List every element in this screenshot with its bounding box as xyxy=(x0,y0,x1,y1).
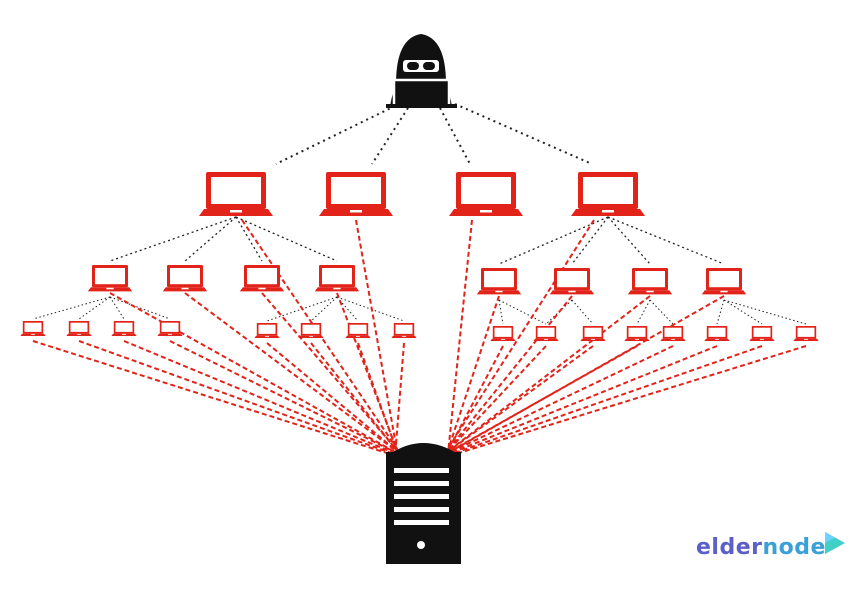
botnet-laptops xyxy=(20,172,819,341)
laptop-icon xyxy=(749,326,775,341)
command-link xyxy=(109,296,125,320)
laptop-icon xyxy=(571,172,645,216)
laptop-icon xyxy=(254,323,280,338)
laptop-icon xyxy=(298,323,324,338)
command-link xyxy=(109,296,171,320)
laptop-icon xyxy=(319,172,393,216)
command-link xyxy=(607,216,651,265)
laptop-icon xyxy=(704,326,730,341)
command-link xyxy=(716,299,725,325)
attack-link xyxy=(241,219,402,456)
attack-link xyxy=(266,342,401,455)
laptop-icon xyxy=(624,326,650,341)
attack-link xyxy=(357,342,399,452)
attack-link xyxy=(439,295,725,459)
laptop-icon xyxy=(490,326,516,341)
laptop-icon xyxy=(199,172,273,216)
attack-link xyxy=(336,292,399,453)
laptop-icon xyxy=(701,268,747,295)
attack-link xyxy=(441,345,674,458)
command-link xyxy=(454,103,593,165)
command-link xyxy=(275,105,396,165)
laptop-icon xyxy=(476,268,522,295)
command-link xyxy=(723,299,763,325)
laptop-icon xyxy=(314,265,360,292)
command-link xyxy=(545,299,573,325)
attack-link xyxy=(78,340,407,460)
command-link xyxy=(32,296,111,320)
command-link xyxy=(235,216,263,262)
command-link xyxy=(184,216,237,262)
attack-link xyxy=(445,345,547,454)
attack-link xyxy=(439,345,718,459)
attack-link xyxy=(436,345,807,461)
command-link xyxy=(371,107,409,165)
laptop-icon xyxy=(111,321,137,336)
laptop-icon xyxy=(66,321,92,336)
command-link xyxy=(310,296,338,322)
attack-link xyxy=(438,345,763,460)
attack-link xyxy=(446,345,504,453)
laptop-icon xyxy=(391,323,417,338)
attack-link xyxy=(261,292,402,455)
command-links xyxy=(32,103,807,325)
laptop-icon xyxy=(533,326,559,341)
laptop-icon xyxy=(20,321,46,336)
attack-link xyxy=(441,295,651,457)
play-arrow-icon xyxy=(824,532,845,554)
command-link xyxy=(235,216,338,262)
laptop-icon xyxy=(660,326,686,341)
attack-link xyxy=(442,345,638,457)
command-link xyxy=(78,296,111,320)
attack-link xyxy=(447,219,473,452)
attack-link xyxy=(109,292,406,459)
attack-link xyxy=(355,219,399,452)
laptop-icon xyxy=(87,265,133,292)
command-link xyxy=(498,299,504,325)
laptop-icon xyxy=(549,268,595,295)
command-link xyxy=(571,216,609,265)
laptop-icon xyxy=(239,265,285,292)
attack-link xyxy=(32,340,409,461)
command-link xyxy=(109,216,237,262)
attack-link xyxy=(443,219,595,455)
laptop-icon xyxy=(157,321,183,336)
laptop-icon xyxy=(627,268,673,295)
logo-text-primary: elder xyxy=(696,534,763,560)
command-link xyxy=(636,299,651,325)
laptop-icon xyxy=(162,265,208,292)
attack-link xyxy=(169,340,404,458)
laptop-icon xyxy=(449,172,523,216)
command-link xyxy=(498,299,547,325)
attack-link xyxy=(184,292,404,457)
attack-traffic-links xyxy=(32,219,807,461)
hacker-icon xyxy=(386,34,457,108)
command-link xyxy=(571,299,594,325)
command-link xyxy=(439,107,471,165)
attack-link xyxy=(446,295,500,453)
laptop-icon xyxy=(580,326,606,341)
command-link xyxy=(723,299,807,325)
logo-text-secondary: node xyxy=(762,534,826,560)
laptop-icon xyxy=(345,323,371,338)
server-icon xyxy=(386,443,461,564)
command-link xyxy=(649,299,674,325)
attack-link xyxy=(394,342,405,451)
attack-link xyxy=(444,295,573,455)
attack-link xyxy=(123,340,406,459)
laptop-icon xyxy=(793,326,819,341)
command-link xyxy=(607,216,725,265)
